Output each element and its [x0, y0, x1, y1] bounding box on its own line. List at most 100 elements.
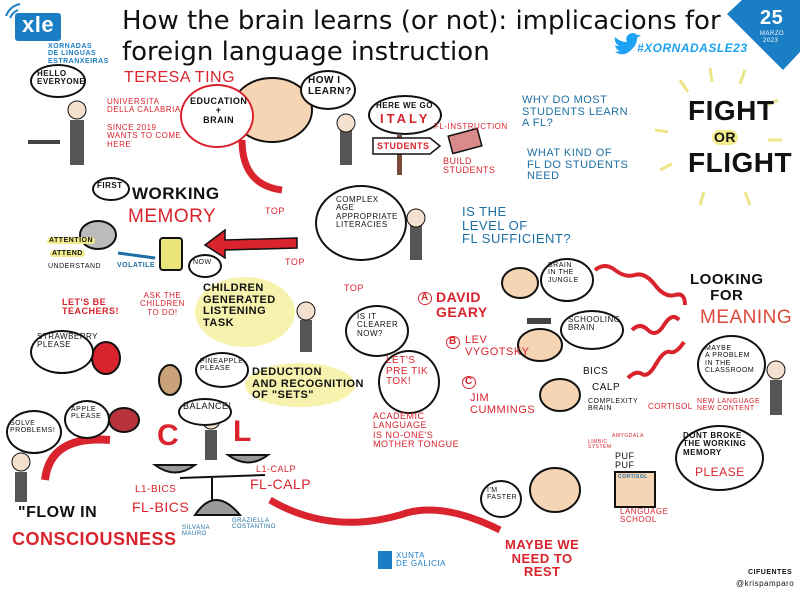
hello-note: Hello everyone	[37, 69, 86, 87]
cortisol-box	[614, 471, 656, 508]
students-sign-label: Students	[377, 141, 430, 151]
calp-label: CALP	[592, 382, 621, 393]
date-badge	[727, 0, 800, 70]
students-sign	[372, 137, 442, 155]
xle-logo-box	[15, 13, 61, 41]
brain-running	[529, 467, 581, 513]
since-note: Since 2019 wants to come here	[107, 123, 182, 149]
red-curved-arrow	[41, 435, 111, 481]
tiktok-note: Let's pre tik tok!	[386, 355, 429, 387]
here-we-go-note: Here we go	[376, 101, 434, 110]
level-fl-question: Is the level of FL sufficient?	[462, 204, 572, 247]
phone-icon	[159, 237, 183, 271]
strawberry-note: Strawberry please	[37, 332, 99, 350]
flight-label: Flight	[688, 147, 793, 178]
build-students-note: Build students	[443, 156, 496, 176]
top-label: Top	[265, 206, 285, 216]
attend-label: Attend	[50, 250, 85, 258]
cortisol-label: Cortisol	[648, 402, 693, 411]
thought-cloud	[315, 185, 407, 261]
dont-broke-note: Dont broke the working memory	[683, 431, 747, 457]
working-label: Working	[132, 184, 220, 203]
speech-cloud	[30, 330, 94, 374]
pineapple-icon	[158, 364, 182, 396]
date-day: 25	[760, 7, 784, 29]
apple-icon	[108, 407, 140, 433]
speech-cloud	[6, 410, 62, 454]
speech-cloud	[560, 310, 624, 350]
speech-cloud	[368, 95, 442, 135]
hashtag[interactable]: #XORNADASLE23	[637, 41, 748, 55]
red-curved-arrow-small	[238, 139, 283, 194]
clearer-note: Is it clearer now?	[357, 312, 399, 338]
ask-children: Ask the children to do!	[140, 291, 185, 317]
marker-c: C	[462, 376, 476, 389]
speech-cloud	[195, 352, 249, 388]
complex-literacies-note: Complex age appropriate literacies	[336, 195, 398, 230]
graziella-costantino: Graziella Costantino	[232, 518, 276, 531]
jungle-note: Brain in the jungle	[548, 262, 579, 284]
balance-scale	[151, 454, 272, 516]
schooling-note: Schooling brain	[568, 315, 621, 333]
xunta-crest-icon	[378, 551, 392, 569]
brain-schooling	[517, 328, 563, 362]
speech-cloud	[378, 350, 440, 414]
puf-label: Puf Puf	[615, 451, 635, 471]
speech-cloud	[188, 254, 222, 278]
now-note: Now	[193, 259, 212, 266]
volatile-arrow	[117, 251, 156, 260]
top-label: Top	[285, 257, 305, 267]
meaning-label: Meaning	[700, 307, 793, 328]
graduation-cap-icon	[527, 318, 551, 324]
fl-bics-label: FL-BICS	[132, 499, 190, 515]
david-geary: David Geary	[436, 289, 488, 320]
what-fl-question: What kind of FL do students need	[527, 147, 629, 183]
cortisol-box-label: Cortisol	[618, 474, 648, 480]
lets-be-teachers: Let's be teachers!	[62, 297, 120, 317]
wavy-arrow-2	[630, 314, 681, 336]
flow-label: "Flow in	[18, 504, 98, 521]
consciousness-label: Consciousness	[12, 529, 177, 549]
telephone-icon	[79, 220, 117, 250]
red-arrow-left	[203, 228, 298, 260]
first-note: First	[97, 181, 123, 190]
lev-vygotsky: Lev Vygotsky	[465, 334, 530, 358]
speech-cloud	[697, 335, 766, 394]
wavy-arrow-1	[593, 264, 687, 306]
balance-note: Balance!	[183, 401, 232, 411]
credit-name: Cifuentes	[748, 569, 793, 576]
italy-note: Italy	[380, 111, 431, 126]
university-note: Universita della Calabria	[107, 97, 181, 115]
signpost	[397, 135, 402, 175]
fl-instruction-note: FL-Instruction	[434, 122, 508, 131]
fight-label: Fight	[688, 95, 775, 126]
silvana-mauro: Silvana Mauro	[182, 525, 210, 538]
new-language-note: New language new content	[697, 398, 761, 413]
fl-calp-label: FL-CALP	[250, 476, 312, 492]
logo-subtitle: XORNADAS DE LINGUAS ESTRANXEIRAS	[48, 43, 109, 65]
page-title: How the brain learns (or not): implicaci…	[122, 6, 721, 67]
brick-icon	[447, 127, 483, 155]
apple-note: Apple please	[71, 406, 102, 421]
speech-cloud	[480, 480, 522, 518]
credit-handle[interactable]: @krispamparo	[736, 579, 795, 588]
l1-calp-label: L1-CALP	[256, 464, 297, 474]
marker-b: B	[446, 336, 460, 349]
how-learn-note: How I learn?	[308, 75, 352, 97]
why-fl-question: Why do most students learn a FL?	[522, 94, 629, 130]
wifi-icon	[5, 3, 21, 19]
children-task: Children generated listening task	[203, 282, 276, 329]
twitter-icon	[614, 33, 641, 55]
deduction-note: Deduction and recognition of "sets"	[252, 366, 364, 402]
volatile-label: Volatile	[117, 262, 156, 269]
l-letter: L	[233, 415, 252, 448]
language-school-label: Language school	[620, 507, 669, 525]
highlight-blob	[245, 363, 355, 407]
memory-label: Memory	[128, 206, 217, 227]
speech-cloud	[540, 258, 594, 302]
speech-cloud	[92, 177, 130, 201]
understand-label: Understand	[48, 263, 102, 270]
fight-flight-rays	[654, 67, 782, 206]
education-brain-note: Education + Brain	[190, 96, 248, 125]
